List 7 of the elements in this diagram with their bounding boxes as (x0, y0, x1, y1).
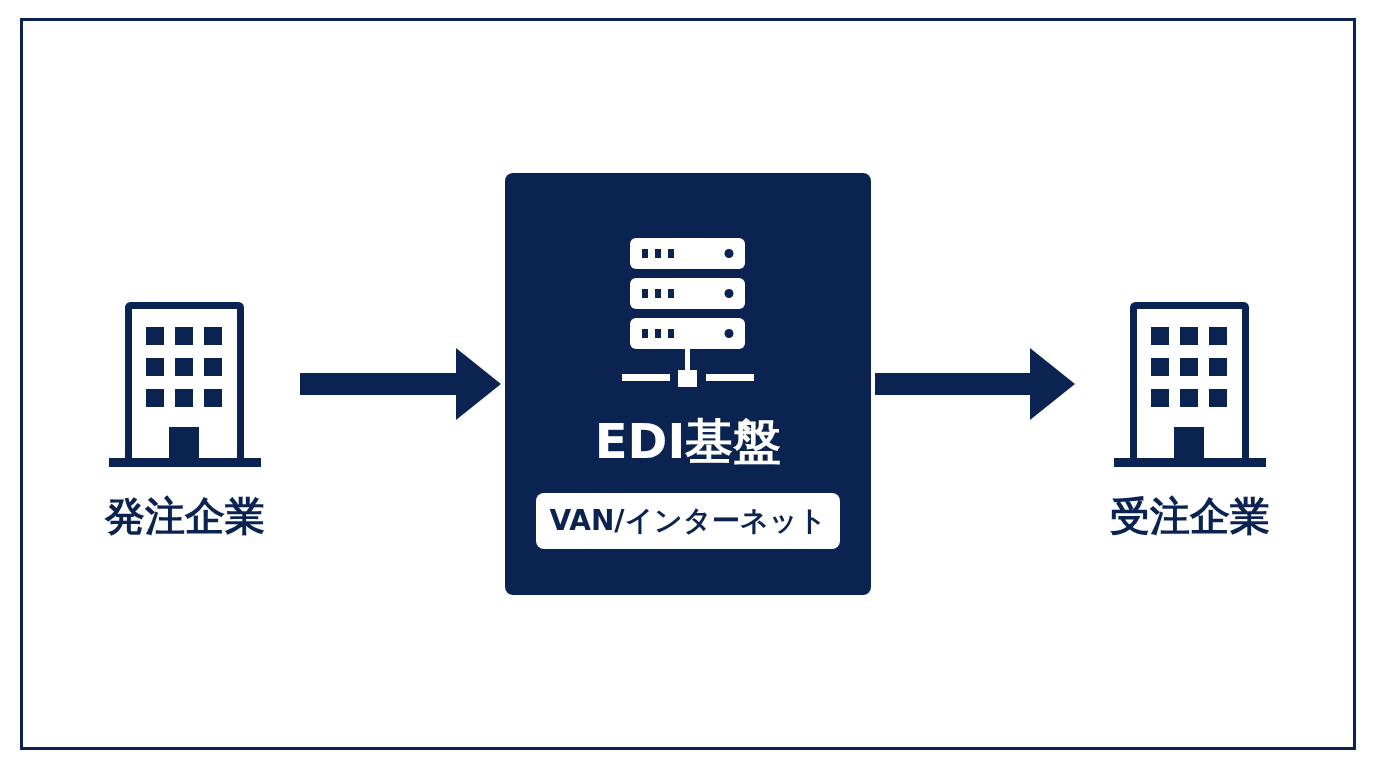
company-label: 受注企業 (1109, 492, 1271, 540)
platform-panel (505, 173, 871, 595)
network-tag: VAN/インターネット (536, 493, 840, 549)
company-label: 発注企業 (103, 492, 266, 540)
platform-title: EDI基盤 (593, 413, 783, 469)
arrow (300, 348, 501, 420)
arrow (875, 348, 1075, 420)
